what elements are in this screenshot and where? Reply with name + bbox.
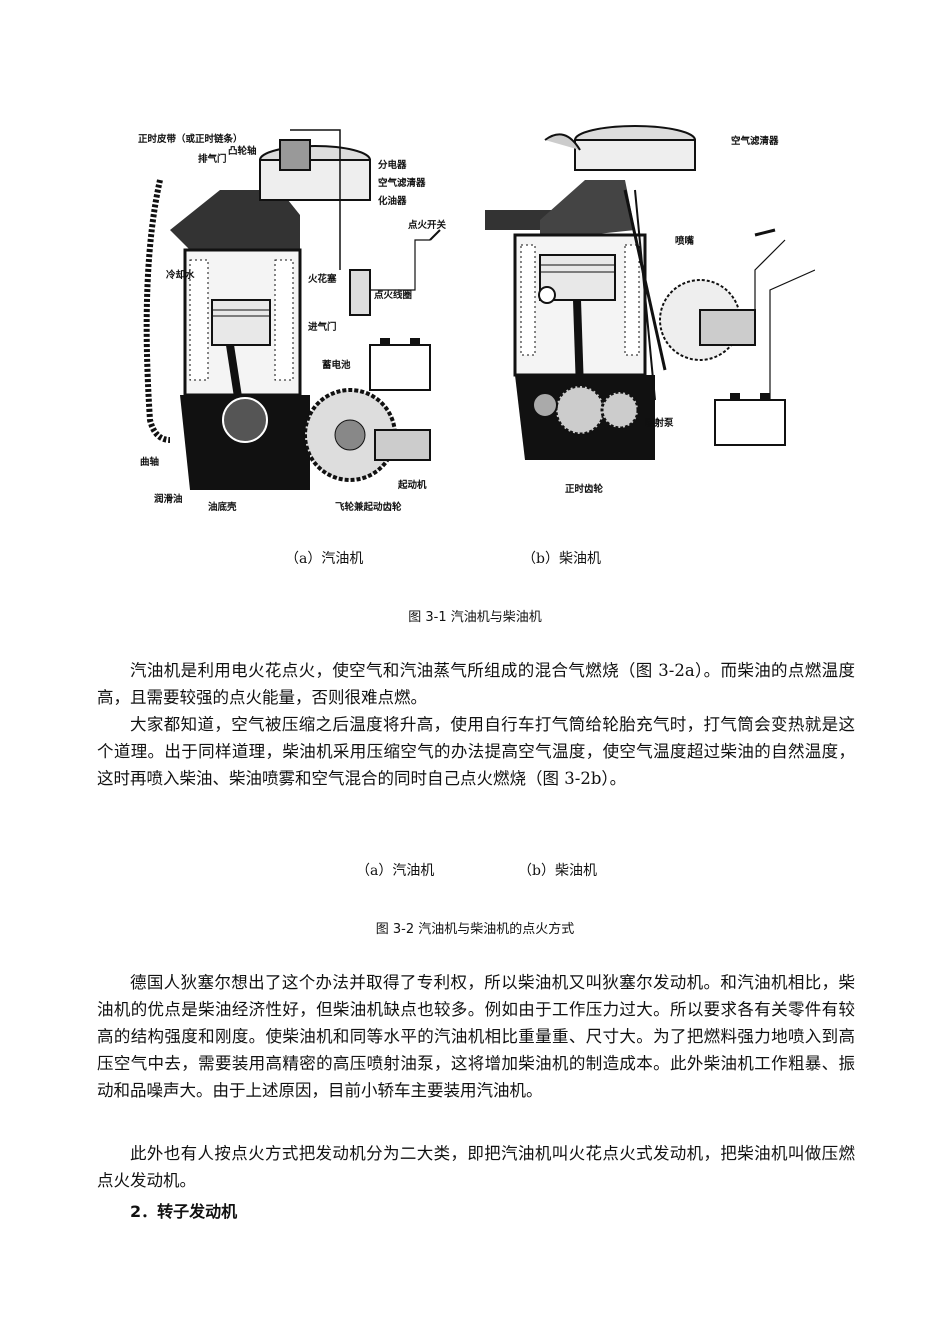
diesel-engine-illustration: 空气滤清器 喷嘴 喷射泵 正时齿轮 xyxy=(485,125,815,495)
figure2-title: 图 3-2 汽油机与柴油机的点火方式 xyxy=(375,922,575,937)
paragraph-1: 汽油机是利用电火花点火，使空气和汽油蒸气所组成的混合气燃烧（图 3-2a）。而柴… xyxy=(97,661,855,707)
diesel-engine-figure: 空气滤清器 喷嘴 喷射泵 正时齿轮 xyxy=(485,120,815,500)
label-injection-pump: 喷射泵 xyxy=(645,417,674,429)
gasoline-engine-illustration: 正时皮带（或正时链条） 凸轮轴 排气门 分电器 空气滤清器 化油器 点火开关 冷… xyxy=(138,129,447,513)
label-distributor: 分电器 xyxy=(378,159,407,171)
label-timing-belt: 正时皮带（或正时链条） xyxy=(138,133,243,145)
section-heading: 2．转子发动机 xyxy=(130,1202,238,1221)
paragraph-3: 德国人狄塞尔想出了这个办法并取得了专利权，所以柴油机又叫狄塞尔发动机。和汽油机相… xyxy=(97,973,855,1100)
figure1-title: 图 3-1 汽油机与柴油机 xyxy=(408,610,542,625)
label-starter: 起动机 xyxy=(397,479,427,491)
label-lubricant: 润滑油 xyxy=(154,493,183,505)
gasoline-engine-figure: 正时皮带（或正时链条） 凸轮轴 排气门 分电器 空气滤清器 化油器 点火开关 冷… xyxy=(130,120,470,520)
figure2-caption-b: （b）柴油机 xyxy=(518,863,597,879)
label-flywheel: 飞轮兼起动齿轮 xyxy=(335,501,402,513)
label-spark-plug: 火花塞 xyxy=(308,273,337,285)
label-diesel-air-filter: 空气滤清器 xyxy=(731,135,779,147)
label-coolant: 冷却水 xyxy=(166,269,195,281)
label-timing-gear: 正时齿轮 xyxy=(565,483,604,495)
label-intake-valve: 进气门 xyxy=(308,321,337,333)
paragraph-2: 大家都知道，空气被压缩之后温度将升高，使用自行车打气筒给轮胎充气时，打气筒会变热… xyxy=(97,715,855,788)
label-exhaust-valve: 排气门 xyxy=(198,153,227,165)
label-ignition-coil: 点火线圈 xyxy=(374,289,412,301)
label-injector: 喷嘴 xyxy=(675,235,695,247)
paragraph-4: 此外也有人按点火方式把发动机分为二大类，即把汽油机叫火花点火式发动机，把柴油机叫… xyxy=(97,1144,855,1190)
figure1-caption-b: （b）柴油机 xyxy=(522,551,601,567)
label-camshaft: 凸轮轴 xyxy=(228,145,257,157)
label-carburetor: 化油器 xyxy=(378,195,407,207)
label-air-filter: 空气滤清器 xyxy=(378,177,426,189)
figure1-caption-a: （a）汽油机 xyxy=(285,551,364,567)
figure2-caption-a: （a）汽油机 xyxy=(356,863,435,879)
label-ignition-switch: 点火开关 xyxy=(408,219,447,231)
label-oil-pan: 油底壳 xyxy=(208,501,237,513)
label-crankshaft: 曲轴 xyxy=(140,456,160,468)
label-battery: 蓄电池 xyxy=(322,359,351,371)
